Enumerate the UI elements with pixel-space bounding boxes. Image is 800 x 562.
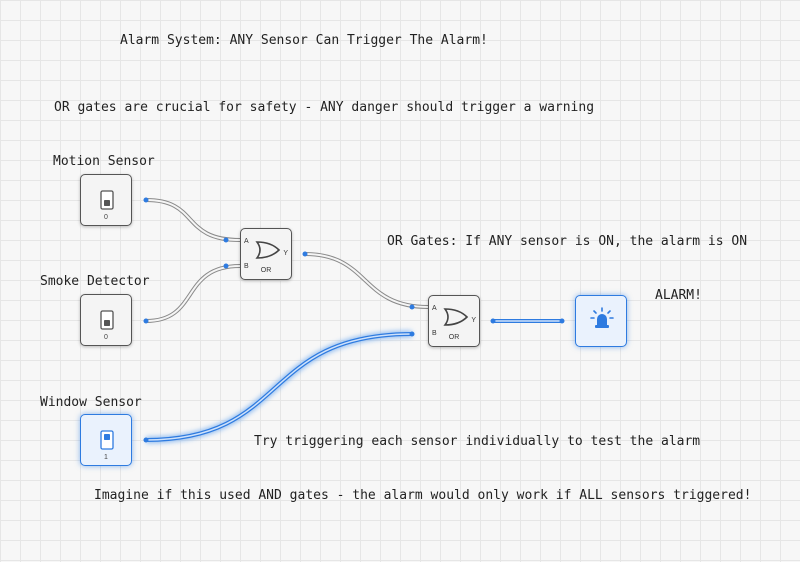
wire-smoke-to-gate1-b — [145, 264, 241, 323]
port-motion-out — [143, 197, 149, 203]
port-gate1-b — [223, 263, 229, 269]
window-sensor-value: 1 — [104, 454, 108, 461]
toggle-switch-icon — [100, 310, 114, 330]
port-window-out — [143, 437, 149, 443]
wire-window-to-gate2-b — [145, 330, 413, 444]
motion-sensor-switch[interactable]: 0 — [80, 174, 132, 226]
port-gate2-y — [490, 318, 496, 324]
port-gate2-b — [409, 331, 415, 337]
gate1-input-a-label: A — [244, 238, 249, 245]
port-gate1-a — [223, 237, 229, 243]
gate2-type-label: OR — [448, 334, 460, 341]
gate2-output-y-label: Y — [471, 317, 476, 324]
toggle-switch-icon — [100, 430, 114, 450]
port-dots — [143, 197, 565, 443]
toggle-switch-icon — [100, 190, 114, 210]
port-gate2-a — [409, 304, 415, 310]
alarm-output-light[interactable] — [575, 295, 627, 347]
gate2-input-b-label: B — [432, 330, 437, 337]
port-alarm-in — [559, 318, 565, 324]
smoke-detector-value: 0 — [104, 334, 108, 341]
alarm-label: ALARM! — [655, 288, 702, 303]
port-gate1-y — [302, 251, 308, 257]
motion-sensor-label: Motion Sensor — [53, 154, 155, 169]
window-sensor-label: Window Sensor — [40, 395, 142, 410]
or-gate-icon — [255, 241, 281, 259]
gate1-type-label: OR — [260, 267, 272, 274]
or-gate-icon — [443, 308, 469, 326]
smoke-detector-switch[interactable]: 0 — [80, 294, 132, 346]
smoke-detector-label: Smoke Detector — [40, 274, 150, 289]
gate1-output-y-label: Y — [283, 250, 288, 257]
siren-light-icon — [590, 307, 614, 328]
gate1-input-b-label: B — [244, 263, 249, 270]
or-gate-2[interactable]: A B Y OR — [428, 295, 480, 347]
port-smoke-out — [143, 318, 149, 324]
note-or-gates: OR Gates: If ANY sensor is ON, the alarm… — [387, 234, 748, 249]
motion-sensor-value: 0 — [104, 214, 108, 221]
wire-motion-to-gate1-a — [145, 198, 241, 242]
diagram-title: Alarm System: ANY Sensor Can Trigger The… — [120, 33, 488, 48]
or-gate-1[interactable]: A B Y OR — [240, 228, 292, 280]
gate2-input-a-label: A — [432, 305, 437, 312]
window-sensor-switch[interactable]: 1 — [80, 414, 132, 466]
note-imagine: Imagine if this used AND gates - the ala… — [94, 488, 752, 503]
note-try: Try triggering each sensor individually … — [254, 434, 701, 449]
wire-gate1-y-to-gate2-a — [304, 252, 429, 309]
note-safety: OR gates are crucial for safety - ANY da… — [54, 100, 595, 115]
